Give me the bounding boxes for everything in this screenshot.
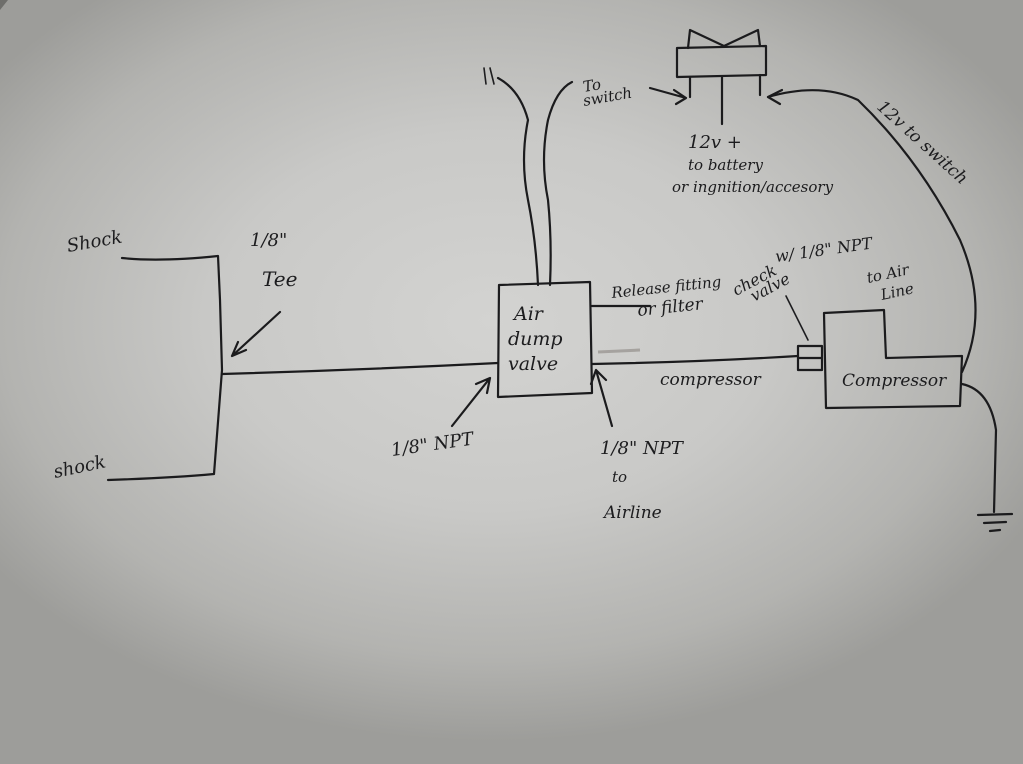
wire-end-marks (483, 67, 495, 85)
air-dump-valve-box (496, 280, 594, 399)
supply-wire (766, 89, 977, 374)
power-label-line3: or ingnition/accesory (672, 178, 834, 196)
tee-size-label: 1/8" (250, 230, 287, 251)
valve-label-line2: dump (508, 328, 563, 350)
airline-main (220, 361, 500, 376)
npt-right-label-line2: to (612, 468, 627, 486)
shock-lines (106, 254, 224, 482)
supply-arrow (766, 88, 784, 106)
valve-wire-1 (496, 76, 540, 287)
power-label-line2: to battery (688, 156, 763, 174)
tee-arrow (230, 310, 282, 358)
erased-mark (597, 348, 641, 354)
compressor-line (590, 354, 800, 366)
check-valve-label-line3: w/ 1/8" NPT (774, 233, 875, 266)
ground-wire (960, 382, 998, 514)
compressor-box-label: Compressor (842, 371, 947, 391)
switch-body (675, 44, 768, 79)
npt-right-label-line1: 1/8" NPT (600, 438, 685, 459)
npt-left-arrow (450, 376, 492, 428)
shock-bottom-label: shock (52, 451, 108, 482)
switch-terminals (688, 73, 762, 126)
npt-right-arrow (589, 368, 614, 428)
tee-label: Tee (262, 267, 297, 291)
switch-contact (686, 28, 762, 50)
valve-label-line1: Air (512, 303, 545, 325)
check-valve-pointer (785, 295, 809, 341)
check-valve (796, 344, 824, 372)
to-switch-arrow (648, 86, 688, 106)
power-label-line1: 12v + (688, 132, 742, 153)
to-switch-label-line1: To (582, 75, 603, 96)
compressor-box (822, 308, 964, 410)
shock-top-label: Shock (65, 227, 124, 257)
npt-right-label-line3: Airline (602, 503, 662, 523)
valve-label-line3: valve (508, 353, 558, 375)
ground-symbol (976, 512, 1014, 533)
compressor-line-label: compressor (660, 370, 762, 390)
npt-left-label: 1/8" NPT (390, 428, 477, 461)
valve-wire-2 (542, 80, 574, 287)
